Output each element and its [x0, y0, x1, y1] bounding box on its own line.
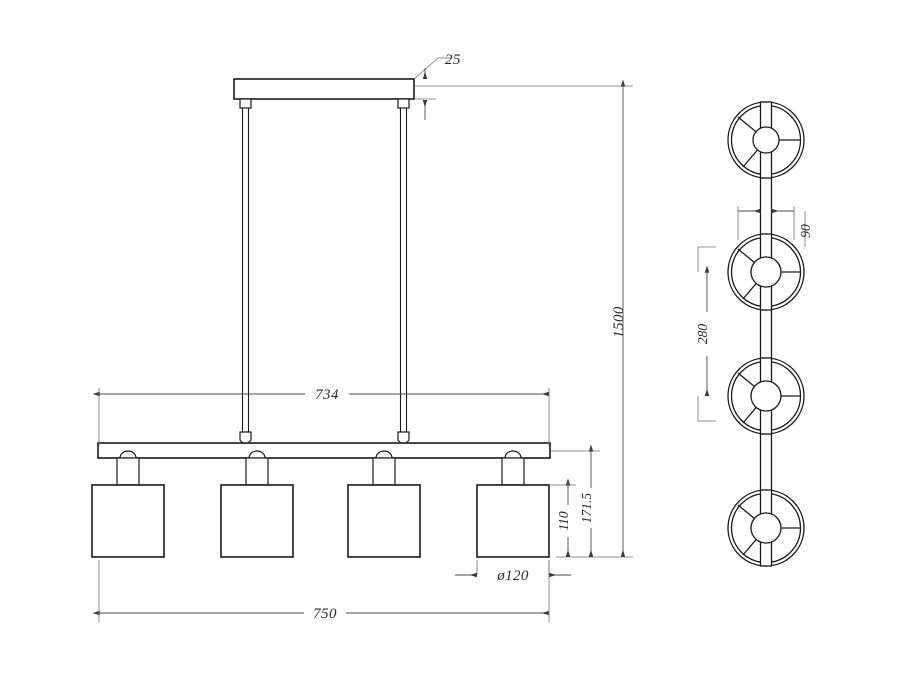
dim-label-110: 110 [556, 511, 571, 530]
plate-nub-left [239, 98, 252, 109]
lamp-shade-4 [476, 484, 550, 558]
dim-label-734: 734 [315, 387, 339, 403]
horizontal-bar [97, 442, 551, 459]
lamp-assembly-2 [220, 450, 294, 558]
dimension-shade-height: 110 [549, 478, 577, 557]
dimension-plan-shade-spacing: 280 [695, 246, 716, 422]
plan-shade-3 [727, 357, 805, 435]
dim-label-110-bg [560, 505, 577, 537]
leader-25 [413, 57, 439, 80]
dim-label-280: 280 [695, 324, 710, 345]
plan-shade-2 [727, 233, 805, 311]
plan-shade-4-hub [750, 512, 782, 544]
socket-cap-2 [248, 450, 266, 459]
dim-label-25: 25 [445, 52, 461, 68]
plate-nub-right [397, 98, 410, 109]
socket-neck-1 [116, 457, 140, 486]
dimension-rod-spacing: 734 [92, 385, 550, 446]
dim-label-171-5-bg [583, 488, 600, 528]
plan-shade-4 [727, 489, 805, 567]
lamp-assembly-4 [476, 450, 550, 558]
dimension-plan-bar-width: 90 [737, 206, 813, 247]
dimension-shade-diameter: ø120 [455, 560, 571, 584]
dimension-drop-to-shade-bottom: 171.5 [550, 444, 600, 557]
socket-cap-4 [504, 450, 522, 459]
lamp-shade-1 [91, 484, 165, 558]
lamp-shade-2 [220, 484, 294, 558]
dim-label-734-bg [305, 385, 349, 403]
suspension-rod-left [241, 107, 250, 442]
dim-label-750-bg [304, 604, 346, 622]
plan-view [727, 101, 805, 567]
plan-shade-2-hub [750, 256, 782, 288]
socket-cap-3 [375, 450, 393, 459]
dim-label-90: 90 [798, 224, 813, 238]
ceiling-plate [233, 78, 415, 100]
socket-neck-3 [372, 457, 396, 486]
dim-label-1500: 1500 [611, 306, 627, 338]
dimension-plate-thickness: 25 [413, 52, 461, 120]
lamp-assembly-3 [347, 450, 421, 558]
plan-shade-1-hub [752, 126, 780, 154]
plan-shade-3-hub [750, 380, 782, 412]
suspension-rod-right [399, 107, 408, 442]
dimension-suspension-height: 1500 [414, 79, 633, 558]
dim-label-171-5: 171.5 [579, 493, 594, 524]
dim-label-120: ø120 [496, 568, 529, 584]
lamp-shade-3 [347, 484, 421, 558]
socket-cap-1 [119, 450, 137, 459]
lamp-assembly-1 [91, 450, 165, 558]
socket-neck-4 [501, 457, 525, 486]
dim-label-750: 750 [313, 606, 337, 622]
dim-label-280-bg [699, 312, 716, 356]
dimension-total-width: 750 [92, 560, 550, 622]
plan-shade-1 [727, 101, 805, 179]
front-elevation-view [91, 78, 551, 558]
socket-neck-2 [245, 457, 269, 486]
